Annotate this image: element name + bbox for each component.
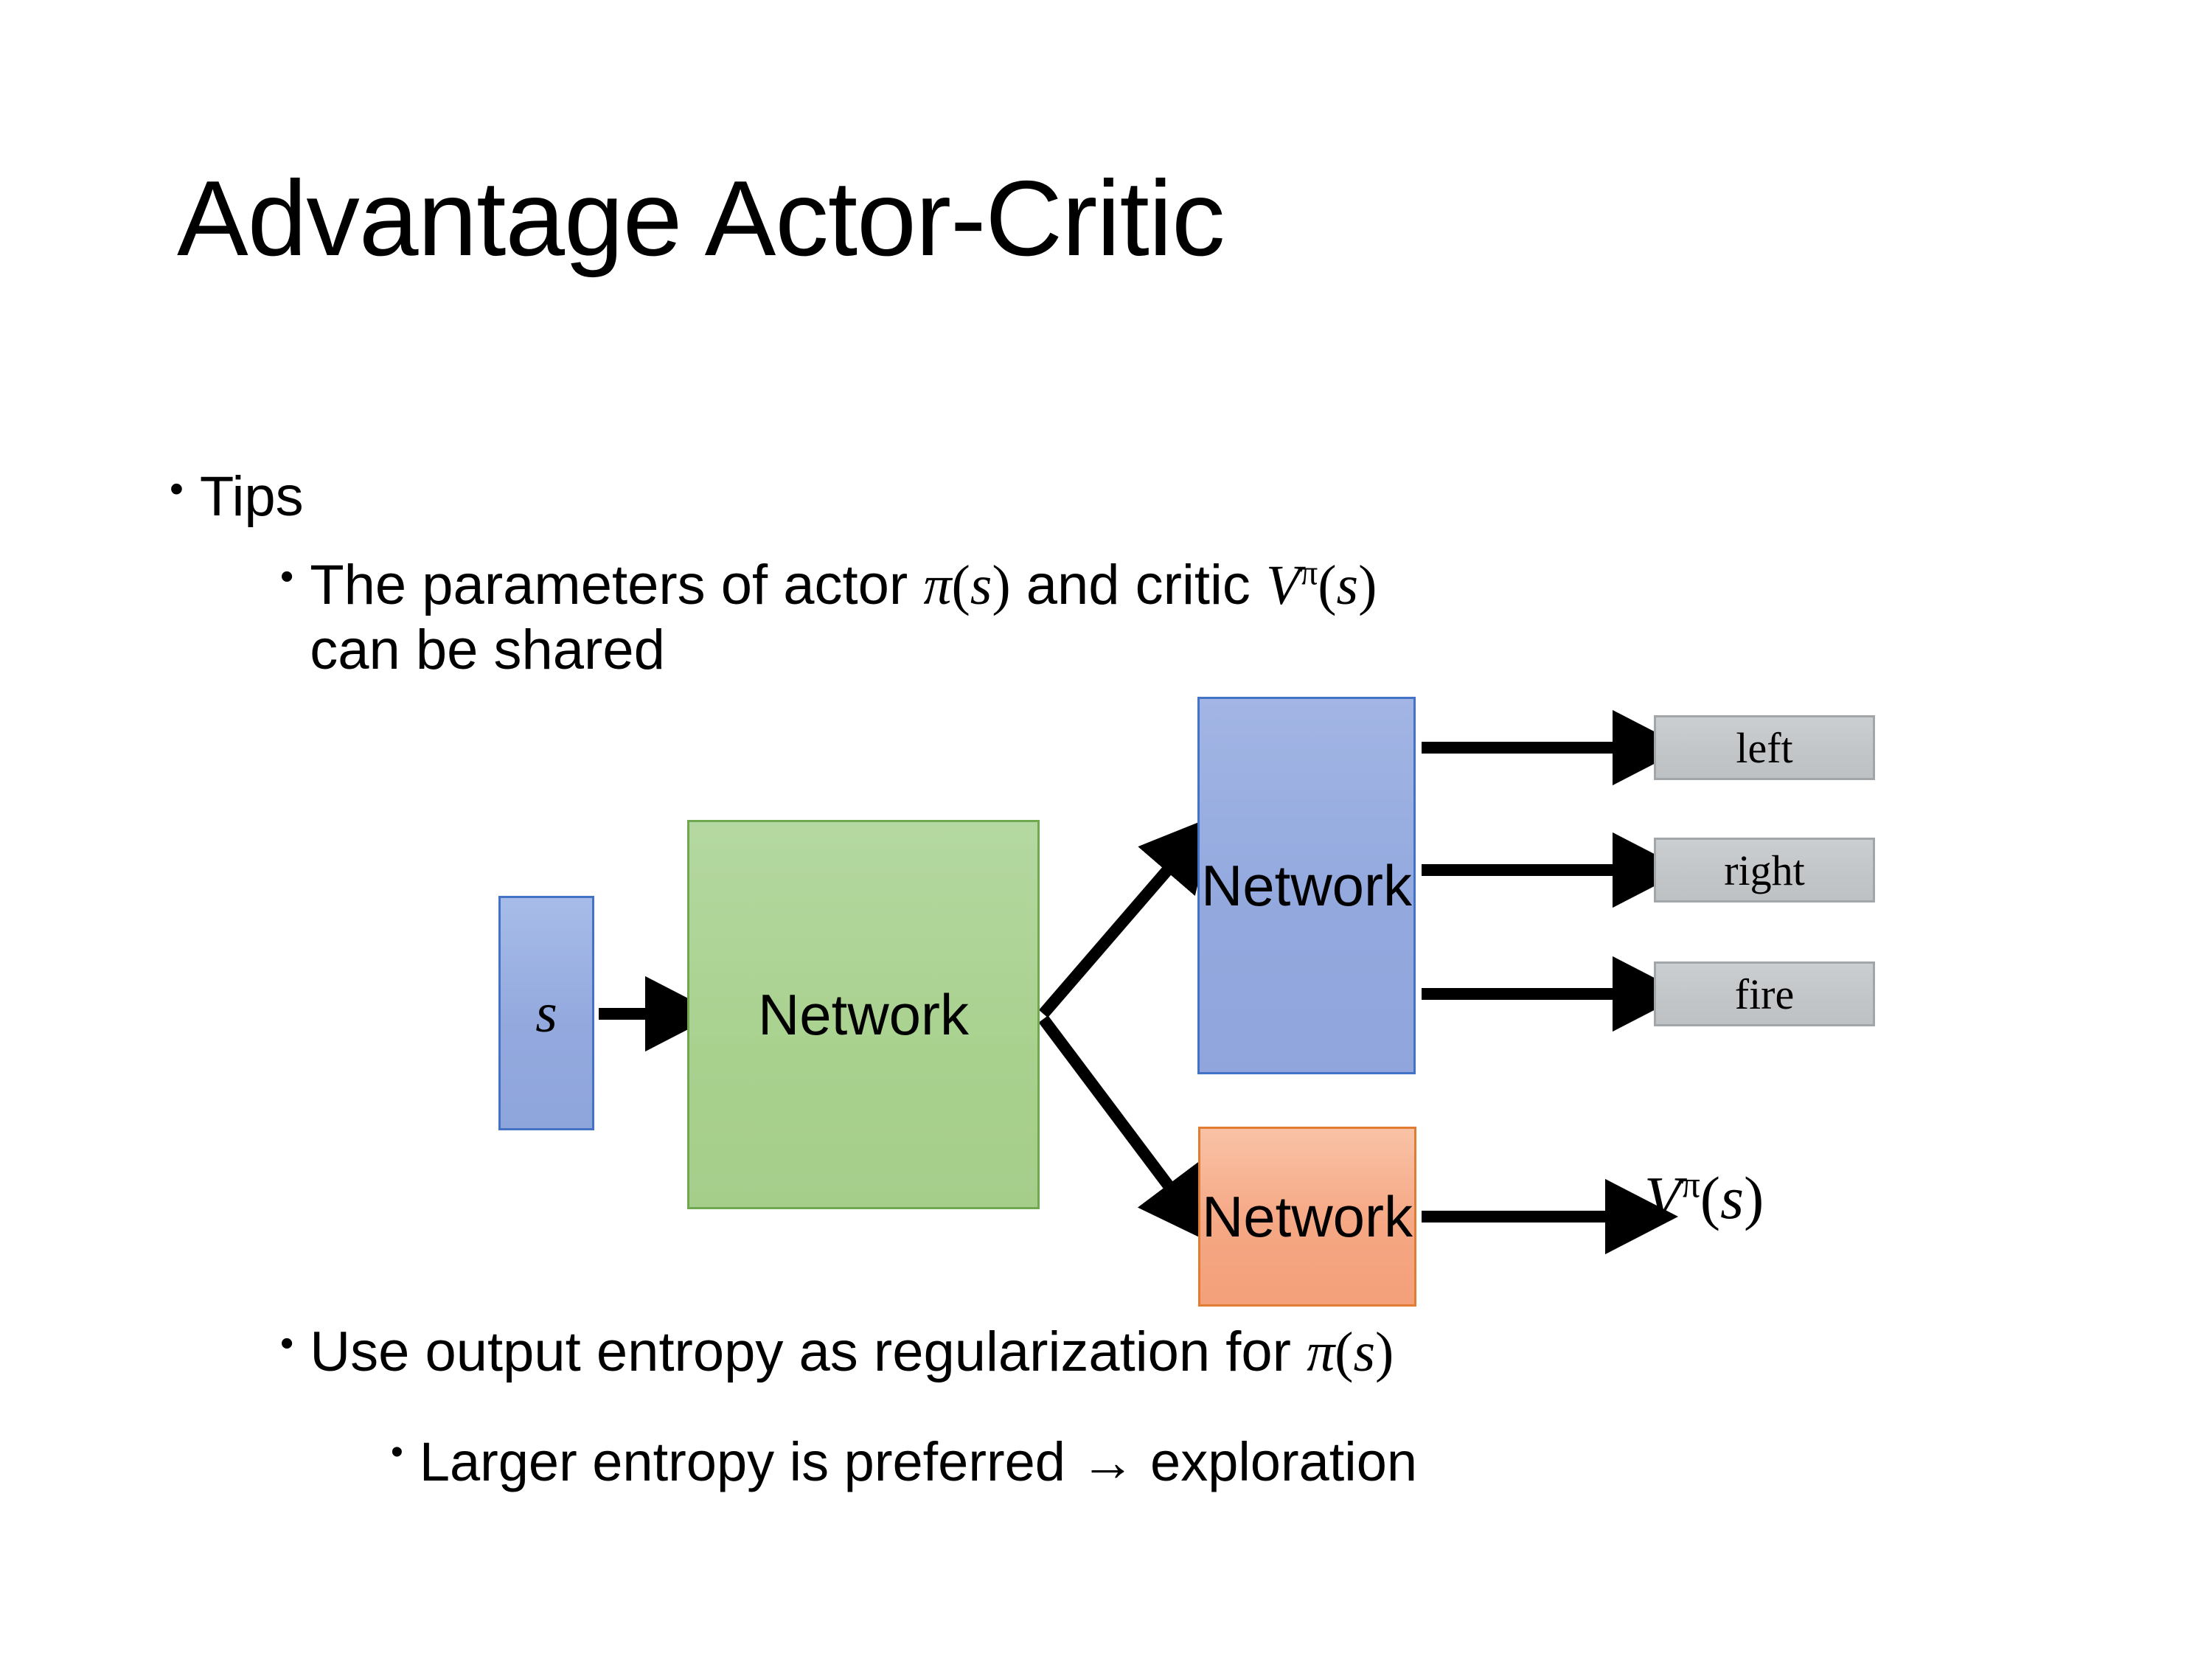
arrow-shared-to-critic [1038, 1015, 1212, 1244]
critic-network-label: Network [1201, 1183, 1413, 1249]
paren-open: ( [951, 554, 970, 616]
bullet-entropy-regularization: • Use output entropy as regularization f… [280, 1320, 2124, 1385]
shared-text-prefix: The parameters of actor [310, 554, 924, 616]
paren-open: ( [1335, 1321, 1354, 1383]
state-symbol: s [1336, 554, 1359, 616]
bullet-marker-icon: • [170, 467, 184, 511]
paren-close: ) [1358, 554, 1377, 616]
bullet-entropy-text: Use output entropy as regularization for… [310, 1320, 1394, 1385]
bullet-marker-icon: • [280, 1322, 294, 1365]
pi-superscript: π [1300, 554, 1318, 593]
actor-network-label: Network [1200, 852, 1413, 918]
paren-close: ) [1744, 1164, 1764, 1231]
entropy-text-prefix: Use output entropy as regularization for [310, 1321, 1307, 1383]
state-symbol: s [970, 554, 992, 616]
action-box-left[interactable]: left [1654, 715, 1875, 780]
action-box-right[interactable]: right [1654, 838, 1875, 902]
bullet-marker-icon: • [280, 555, 294, 598]
pi-symbol: π [1307, 1321, 1335, 1383]
pi-symbol: π [923, 554, 952, 616]
bullet-larger-entropy-label: Larger entropy is preferred → exploratio… [419, 1431, 1418, 1492]
action-label-left: left [1736, 723, 1793, 772]
paren-close: ) [1375, 1321, 1394, 1383]
state-symbol: s [1720, 1164, 1744, 1231]
state-symbol: s [1353, 1321, 1376, 1383]
shared-text-middle: and critic [1010, 554, 1266, 616]
pi-superscript: π [1681, 1164, 1700, 1206]
bullet-tips-label: Tips [199, 465, 304, 528]
page-title: Advantage Actor-Critic [177, 159, 1225, 278]
action-box-fire[interactable]: fire [1654, 961, 1875, 1026]
shared-text-line2: can be shared [310, 619, 665, 682]
state-input-box[interactable]: s [498, 896, 594, 1130]
action-label-right: right [1724, 846, 1805, 894]
action-label-fire: fire [1734, 970, 1795, 1018]
shared-network-box[interactable]: Network [687, 820, 1040, 1209]
bullet-marker-icon: • [391, 1433, 403, 1472]
arrow-shared-to-actor [1038, 815, 1214, 1018]
value-function-symbol: V [1265, 554, 1301, 616]
bullet-larger-entropy: • Larger entropy is preferred → explorat… [391, 1430, 2160, 1493]
state-input-label: s [535, 981, 557, 1044]
critic-output-label: Vπ(s) [1644, 1164, 1764, 1233]
actor-network-box[interactable]: Network [1197, 697, 1416, 1074]
paren-open: ( [1318, 554, 1337, 616]
paren-open: ( [1700, 1164, 1721, 1231]
bullet-shared-parameters-text: The parameters of actor π(s) and critic … [310, 553, 1377, 683]
bullet-tips: • Tips [170, 465, 304, 529]
critic-network-box[interactable]: Network [1198, 1127, 1416, 1307]
bullet-shared-parameters: • The parameters of actor π(s) and criti… [280, 553, 2065, 683]
shared-network-label: Network [757, 981, 970, 1047]
value-function-symbol: V [1644, 1164, 1682, 1231]
paren-close: ) [992, 554, 1011, 616]
